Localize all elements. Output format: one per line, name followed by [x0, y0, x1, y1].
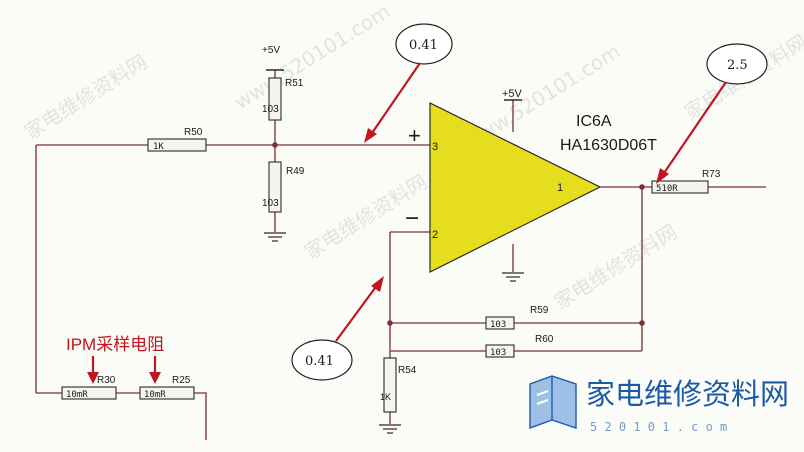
minus-sign: − — [405, 205, 419, 232]
r30-value: 10mR — [66, 390, 88, 400]
opamp-name: IC6A — [576, 113, 612, 130]
r25-ref: R25 — [172, 375, 191, 386]
r54-value: 1K — [380, 392, 391, 402]
r60-ref: R60 — [535, 334, 554, 345]
r51-value: 103 — [262, 104, 279, 115]
watermark-text: 家电维修资料网 — [550, 220, 681, 315]
resistor-r50: 1K R50 — [147, 127, 207, 152]
junction-dot — [387, 320, 393, 326]
pin-plus-number: 3 — [432, 141, 438, 153]
arrow-icon — [369, 62, 421, 137]
junction-dot — [639, 184, 645, 190]
r50-ref: R50 — [184, 127, 203, 138]
r49-ref: R49 — [286, 166, 305, 177]
watermark-logo: 家电维修资料网 5 2 0 1 0 1 . c o m — [529, 375, 789, 434]
r73-ref: R73 — [702, 169, 721, 180]
r59-value: 103 — [490, 320, 506, 330]
arrow-icon — [661, 81, 727, 177]
junctions — [272, 142, 645, 326]
r59-ref: R59 — [530, 305, 549, 316]
ground-symbols — [264, 69, 524, 434]
resistor-r49: R49 103 — [262, 161, 305, 213]
r60-value: 103 — [490, 348, 506, 358]
opamp-part-number: HA1630D06T — [560, 137, 657, 154]
arrowhead-icon — [87, 372, 99, 384]
arrowhead-icon — [364, 128, 377, 143]
voltage-bubble — [291, 339, 353, 381]
resistor-r30: 10mR R30 — [61, 375, 117, 400]
r50-value: 1K — [153, 142, 164, 152]
r49-value: 103 — [262, 198, 279, 209]
annotation-minus-voltage: 0.41 — [291, 276, 384, 381]
r51-supply: +5V — [262, 45, 280, 56]
arrowhead-icon — [371, 276, 384, 292]
r54-ref: R54 — [398, 365, 417, 376]
pin-minus-number: 2 — [432, 229, 438, 241]
junction-dot — [639, 320, 645, 326]
resistor-r60: 103 R60 — [485, 334, 554, 358]
arrowhead-icon — [149, 372, 161, 384]
out-voltage-value: 2.5 — [727, 58, 748, 73]
voltage-bubble — [395, 23, 453, 65]
opamp-triangle — [429, 102, 602, 273]
annotation-plus-voltage: 0.41 — [364, 23, 453, 143]
r51-ref: R51 — [285, 78, 304, 89]
voltage-bubble — [706, 43, 768, 85]
pin-out-number: 1 — [557, 182, 563, 194]
annotation-out-voltage: 2.5 — [656, 43, 768, 184]
resistor-r73: 510R R73 — [651, 169, 721, 194]
minus-voltage-value: 0.41 — [305, 354, 334, 369]
arrow-icon — [335, 283, 379, 342]
resistor-r59: 103 R59 — [485, 305, 549, 330]
arrowhead-icon — [656, 168, 669, 184]
watermark-text: 家电维修资料网 — [20, 50, 151, 145]
junction-dot — [272, 142, 278, 148]
ground-icon — [502, 272, 524, 282]
opamp-supply-label: +5V — [502, 88, 523, 100]
r73-value: 510R — [656, 184, 678, 194]
book-icon — [529, 375, 577, 429]
watermark-url: www.520101.com — [230, 0, 395, 114]
watermark-logo-text: 家电维修资料网 — [586, 377, 789, 411]
plus-sign: + — [408, 123, 421, 148]
opamp-ic6a: 3 2 1 + − +5V IC6A HA1630D06T — [405, 88, 657, 273]
ground-icon — [379, 424, 401, 434]
plus-voltage-value: 0.41 — [409, 38, 438, 53]
watermark-logo-url: 5 2 0 1 0 1 . c o m — [590, 420, 727, 434]
resistor-r25: 10mR R25 — [139, 375, 195, 400]
ipm-sampling-label: IPM采样电阻 — [66, 335, 164, 354]
r25-value: 10mR — [144, 390, 166, 400]
ground-icon — [264, 232, 286, 242]
annotation-ipm: IPM采样电阻 — [66, 335, 164, 384]
resistor-r51: +5V R51 103 — [262, 45, 304, 121]
resistor-r54: R54 1K — [380, 357, 417, 413]
r30-ref: R30 — [97, 375, 116, 386]
